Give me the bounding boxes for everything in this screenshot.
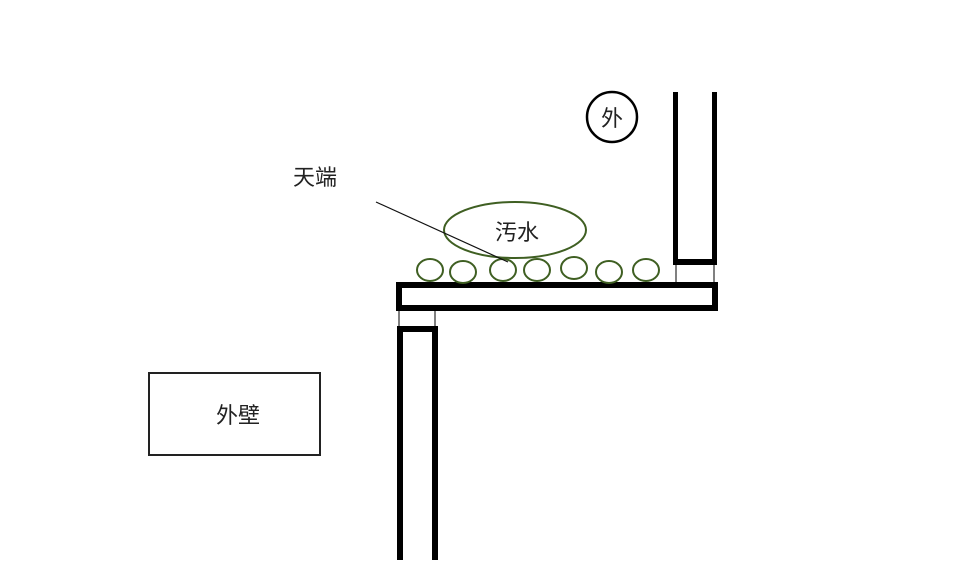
dirty-water-callout [443,201,587,259]
top-end-label: 天端 [293,166,337,191]
upper-wall-right-bar [712,92,717,262]
water-droplet [489,258,517,282]
outer-wall-label: 外壁 [216,404,260,429]
upper-wall-left-bar [673,92,678,262]
outside-marker-circle [585,90,639,144]
water-droplet [560,256,588,280]
lower-wall-top-bar [397,326,438,332]
lower-wall-left-bar [397,326,403,560]
lower-wall-right-bar [432,326,438,560]
top-end-leader-line [375,201,509,263]
dirty-water-label: 汚水 [495,221,539,246]
outer-wall-box [148,372,321,456]
water-droplets [416,256,660,284]
water-droplet [449,260,477,284]
upper-wall-base-bar [673,259,717,265]
water-droplet [416,258,444,282]
lower-wall [397,308,438,560]
upper-wall [673,92,717,283]
outside-marker-label: 外 [601,107,623,132]
water-droplet [595,260,623,284]
top-slab [396,282,718,311]
water-droplet [523,258,551,282]
water-droplet [632,258,660,282]
